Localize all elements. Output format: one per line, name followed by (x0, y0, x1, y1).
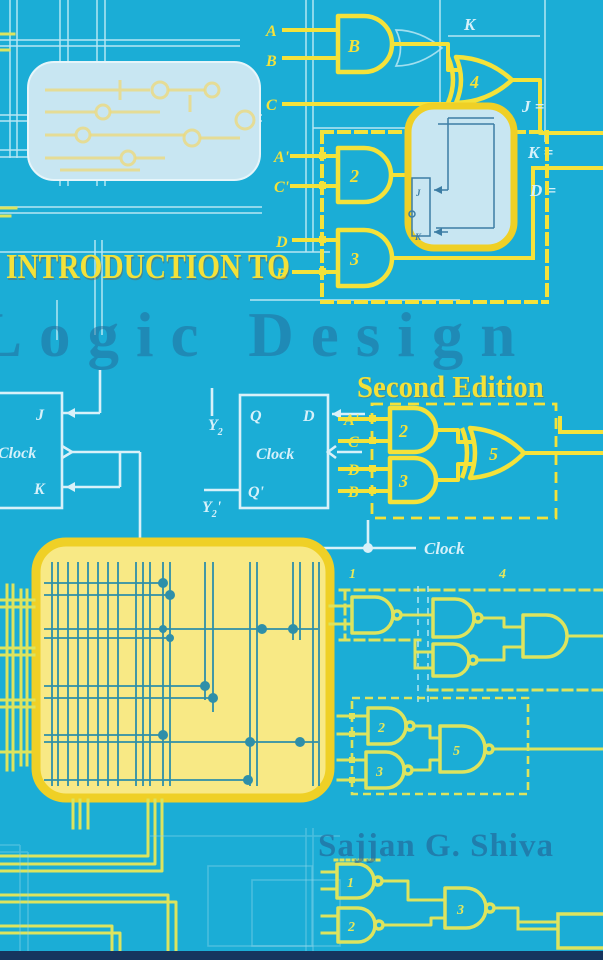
ff1-clock: Clock (0, 445, 36, 462)
gate-c2-label: 2 (347, 920, 355, 935)
nand-gate-a3 (431, 642, 471, 678)
schematic-panel (27, 61, 261, 181)
author-name: Sajjan G. Shiva (318, 828, 554, 864)
nand-gate-c1 (335, 862, 376, 900)
gate-c1-label: 1 (347, 876, 354, 891)
top-dashed-circuit: A' C' D B 2 3 J K (273, 102, 549, 304)
nand-gate-b2 (366, 706, 408, 746)
nand-gate-a2 (431, 597, 476, 639)
m-input-b: B (347, 484, 359, 501)
num-1: 1 (349, 567, 356, 582)
dashed-frame-2 (370, 402, 558, 520)
gate-4-label: 4 (469, 72, 479, 92)
and-gate-m3 (387, 455, 439, 505)
middle-dashed-circuit: A' C D B 2 3 5 (338, 402, 603, 520)
gate-c3-label: 3 (456, 903, 464, 918)
gate-b5-label: 5 (453, 744, 460, 759)
or-gate-ghost (394, 29, 444, 67)
gate-3-label: 3 (349, 249, 359, 269)
equation-k: K = (527, 143, 553, 162)
or-gate-m5 (467, 425, 527, 481)
board-junction-dots (158, 578, 305, 785)
gate-m2-label: 2 (398, 421, 408, 441)
ff1-j: J (35, 407, 45, 424)
ff2-q-prime: Q' (248, 484, 265, 501)
label-input-b2: B (275, 266, 287, 283)
gate-2-label: 2 (349, 166, 359, 186)
label-input-a: A (265, 23, 277, 40)
and-gate-3 (335, 227, 395, 289)
m-input-d: D (347, 462, 360, 479)
equation-j: J = (521, 97, 544, 116)
main-title: Logic Design (0, 300, 533, 370)
gate-m3-label: 3 (398, 471, 408, 491)
and-gate-a4 (521, 613, 569, 659)
label-input-b: B (265, 53, 277, 70)
panel-circuit-doodles (45, 80, 256, 172)
and-gate-2 (335, 145, 394, 205)
gate-b2-label: 2 (377, 721, 385, 736)
label-input-d: D (275, 234, 288, 251)
output-block (556, 912, 603, 950)
m-input-c: C (348, 434, 359, 451)
edition-label: Second Edition (357, 369, 544, 404)
gate-m5-label: 5 (489, 444, 498, 464)
ff1-k: K (33, 481, 46, 498)
m-input-a-prime: A' (343, 412, 360, 429)
nand-gate-b3 (364, 750, 406, 790)
label-input-c-prime: C' (274, 179, 290, 196)
bottom-edge (0, 951, 603, 960)
ff2-clock: Clock (256, 446, 294, 463)
node-k-label: K (463, 15, 477, 34)
flipflop-left (0, 391, 64, 510)
y2-prime-label: Y2' (202, 499, 222, 520)
middle-flipflops: J Clock K Q D Clock Q' Y2 Y2' (0, 370, 365, 542)
dashed-frame (320, 130, 549, 304)
equation-d: D = (529, 181, 556, 200)
ff2-q: Q (250, 408, 262, 425)
ff2-d: D (302, 408, 315, 425)
label-input-c: C (266, 97, 277, 114)
label-input-a-prime: A' (273, 149, 290, 166)
left-grid (0, 583, 341, 960)
nand-gate-c2 (336, 906, 377, 944)
board-traces (44, 562, 320, 786)
gate-b-label: B (347, 36, 360, 56)
bottom-circuit: 1 4 2 3 5 1 2 (320, 567, 603, 950)
jk-flipflop-block: J K (404, 102, 518, 252)
dashed-frame-3 (350, 696, 530, 796)
nand-gate-a1 (350, 595, 395, 635)
num-4: 4 (498, 567, 506, 582)
nand-gate-c3 (443, 886, 488, 930)
series-title: INTRODUCTION TO (6, 247, 290, 286)
and-gate-m2 (387, 405, 439, 455)
nand-gate-b5 (438, 724, 487, 774)
y2-label: Y2 (208, 417, 223, 438)
yellow-board (31, 537, 335, 803)
ff-k-label: K (414, 232, 422, 242)
gate-b3-label: 3 (375, 765, 383, 780)
xor-gate-4 (453, 54, 515, 106)
and-gate-b (335, 13, 395, 75)
clock-label: Clock (424, 539, 465, 558)
ff-j-label: J (415, 188, 421, 198)
